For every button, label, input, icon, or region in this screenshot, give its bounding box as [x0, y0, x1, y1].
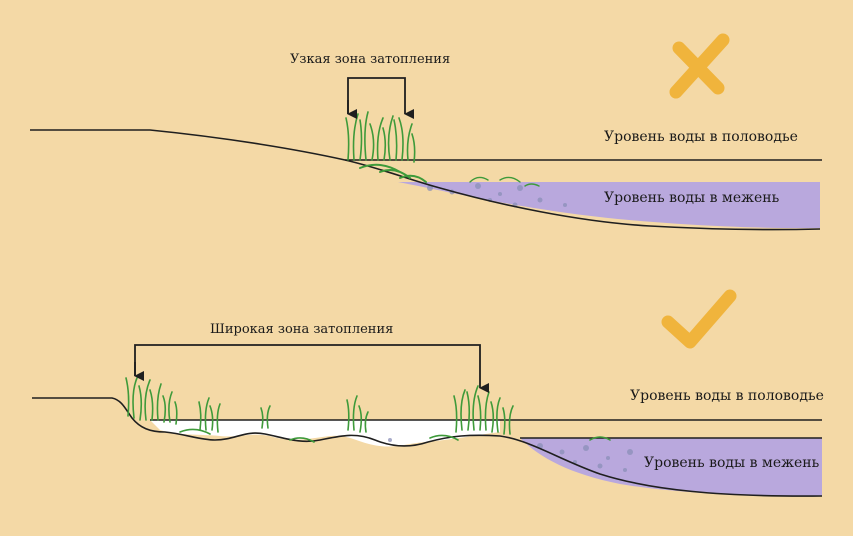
narrow-low-level-label: Уровень воды в межень — [604, 190, 779, 206]
narrow-zone-label: Узкая зона затопления — [290, 52, 450, 67]
wide-flood-level-label: Уровень воды в половодье — [630, 388, 824, 404]
wide-low-level-label: Уровень воды в межень — [644, 455, 819, 471]
wide-flood-water — [150, 420, 500, 447]
wide-zone-label: Широкая зона затопления — [210, 322, 393, 337]
narrow-vegetation — [346, 112, 539, 186]
check-icon — [668, 296, 730, 342]
narrow-zone-bracket — [348, 78, 405, 114]
narrow-flood-level-label: Уровень воды в половодье — [604, 129, 798, 145]
wide-zone-bracket — [135, 345, 480, 388]
cross-icon — [676, 40, 723, 92]
